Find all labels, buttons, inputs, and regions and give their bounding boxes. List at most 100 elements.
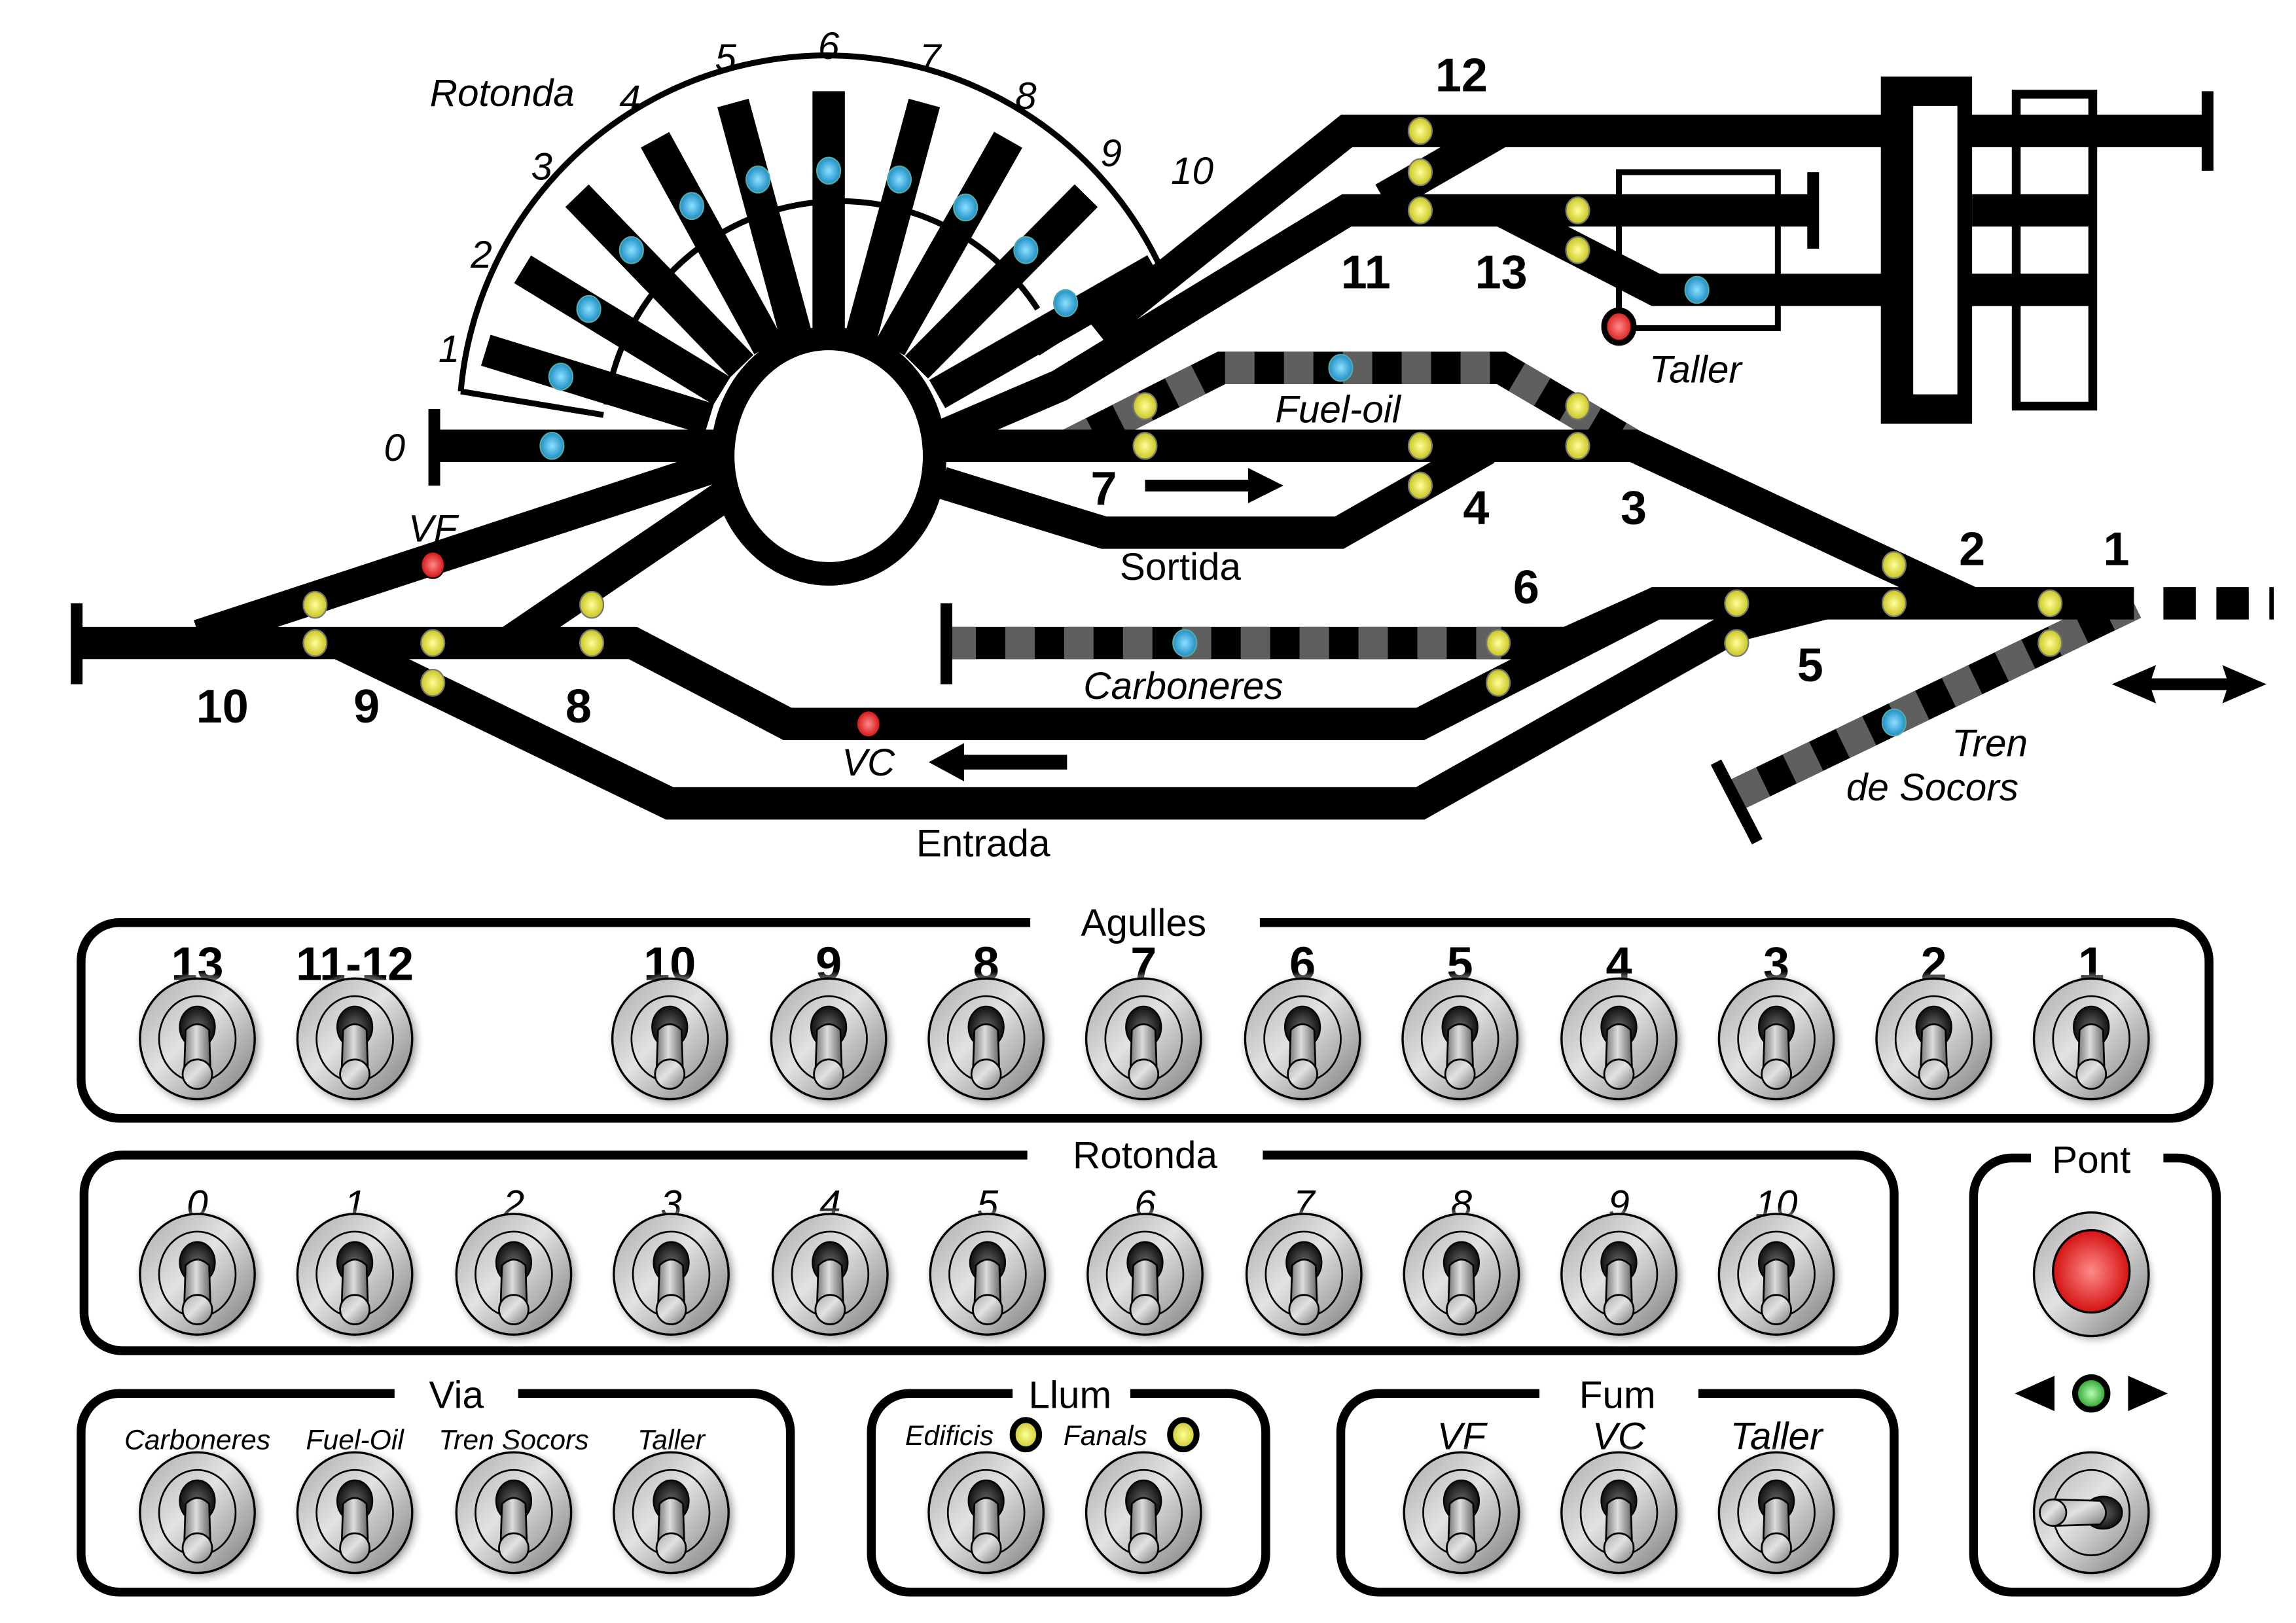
point-indicator-led	[1407, 471, 1433, 500]
pont-stop-button[interactable]	[2029, 1211, 2159, 1348]
llum-title: Llum	[1028, 1374, 1111, 1417]
track-power-led	[548, 363, 573, 391]
turntable-spoke-5	[717, 98, 812, 340]
rotonda-toggle-switch[interactable]	[922, 1205, 1060, 1349]
rotonda-toggle-switch[interactable]	[605, 1205, 744, 1349]
point-indicator-led	[1407, 196, 1433, 224]
point-indicator-led	[1565, 392, 1590, 420]
fum-toggle-switch[interactable]	[1710, 1444, 1848, 1588]
via-toggle-switch[interactable]	[605, 1444, 744, 1588]
pont-direction-led	[2072, 1374, 2111, 1413]
via-toggle-switch[interactable]	[289, 1444, 427, 1588]
track-power-led	[953, 193, 978, 222]
tren-label-line1: Tren	[1952, 722, 2028, 765]
point-label-4: 4	[1463, 482, 1489, 534]
agulles-toggle-switch[interactable]	[1077, 970, 1215, 1114]
signal-led	[1601, 307, 1637, 346]
roundhouse-outline	[457, 52, 1167, 392]
agulles-toggle-switch[interactable]	[131, 970, 270, 1114]
llum-toggle-switch[interactable]	[1077, 1444, 1215, 1588]
rotonda-toggle-switch[interactable]	[1395, 1205, 1534, 1349]
agulles-toggle-switch[interactable]	[1394, 970, 1532, 1114]
turntable-spoke-4	[641, 132, 783, 355]
turntable-spoke-8	[876, 132, 1022, 355]
tren-socors-siding	[1729, 588, 2142, 810]
track-power-led	[886, 165, 912, 194]
agulles-toggle-switch[interactable]	[603, 970, 742, 1114]
track-indicators	[302, 116, 2063, 738]
point-label-10: 10	[196, 681, 249, 733]
rotonda-track-label-1: 1	[439, 328, 460, 370]
point-indicator-led	[420, 629, 446, 657]
rotonda-toggle-switch[interactable]	[131, 1205, 270, 1349]
transfer-table	[1880, 76, 2098, 424]
fum-toggle-switch[interactable]	[1552, 1444, 1691, 1588]
point-label-5: 5	[1797, 639, 1823, 692]
fum-toggle-switch[interactable]	[1395, 1444, 1534, 1588]
rotonda-toggle-switch[interactable]	[764, 1205, 902, 1349]
vc-label: VC	[842, 741, 895, 784]
rotonda-toggle-switch[interactable]	[1552, 1205, 1691, 1349]
carboneres-label: Carboneres	[1083, 665, 1283, 707]
double-arrow-icon	[2111, 665, 2267, 704]
agulles-toggle-switch[interactable]	[2025, 970, 2163, 1114]
point-indicator-led	[1407, 431, 1433, 460]
point-indicator-led	[2037, 629, 2063, 657]
fuel-oil-label: Fuel-oil	[1275, 388, 1402, 431]
agulles-toggle-switch[interactable]	[1710, 970, 1848, 1114]
point-indicator-led	[1407, 116, 1433, 145]
signal-led	[420, 551, 446, 579]
pont-direction-switch[interactable]	[2025, 1444, 2163, 1588]
turntable-spoke-7	[846, 98, 941, 340]
track-power-led	[1684, 276, 1710, 304]
turntable-spokes	[480, 91, 1164, 435]
pont-title: Pont	[2052, 1139, 2130, 1181]
rotonda-toggle-switch[interactable]	[1710, 1205, 1848, 1349]
point-label-3: 3	[1621, 482, 1647, 534]
entrada-label: Entrada	[916, 823, 1050, 865]
point-indicator-led	[1407, 158, 1433, 187]
arrow-left-icon	[2015, 1376, 2055, 1412]
agulles-toggle-switch[interactable]	[762, 970, 901, 1114]
agulles-toggle-switch[interactable]	[289, 970, 427, 1114]
track-power-led	[816, 156, 842, 185]
agulles-title: Agulles	[1081, 902, 1206, 944]
point-indicator-led	[1486, 629, 1511, 657]
rotonda-track-label-6: 6	[818, 25, 840, 67]
turntable-spoke-1	[480, 334, 714, 435]
rotonda-track-label-0: 0	[384, 427, 406, 469]
turntable[interactable]	[711, 327, 946, 586]
rotonda-toggle-switch[interactable]	[448, 1205, 586, 1349]
signal-led	[855, 709, 881, 738]
point-indicator-led	[2037, 589, 2063, 618]
tren-label-line2: de Socors	[1846, 766, 2018, 809]
point-label-9: 9	[353, 681, 380, 733]
point-indicator-led	[302, 629, 328, 657]
llum-toggle-switch[interactable]	[920, 1444, 1058, 1588]
agulles-toggle-switch[interactable]	[1236, 970, 1374, 1114]
point-indicator-led	[1565, 196, 1590, 224]
agulles-toggle-switch[interactable]	[920, 970, 1058, 1114]
arrow-right-icon	[2128, 1376, 2168, 1412]
track-power-led	[1052, 289, 1079, 317]
point-indicator-led	[1881, 551, 1907, 579]
via-toggle-switch[interactable]	[131, 1444, 270, 1588]
via-toggle-switch[interactable]	[448, 1444, 586, 1588]
track-power-led	[576, 294, 601, 323]
rotonda-track-label-7: 7	[920, 37, 942, 79]
track-power-led	[539, 431, 565, 460]
point-indicator-led	[1565, 236, 1590, 264]
rotonda-toggle-switch[interactable]	[1238, 1205, 1376, 1349]
arrow-right-icon	[1145, 467, 1283, 503]
agulles-toggle-switch[interactable]	[1868, 970, 2006, 1114]
rotonda-toggle-switch[interactable]	[289, 1205, 427, 1349]
taller-building	[1615, 169, 1781, 331]
agulles-toggle-switch[interactable]	[1552, 970, 1691, 1114]
point-indicator-led	[1132, 392, 1158, 420]
rotonda-toggle-switch[interactable]	[1079, 1205, 1217, 1349]
